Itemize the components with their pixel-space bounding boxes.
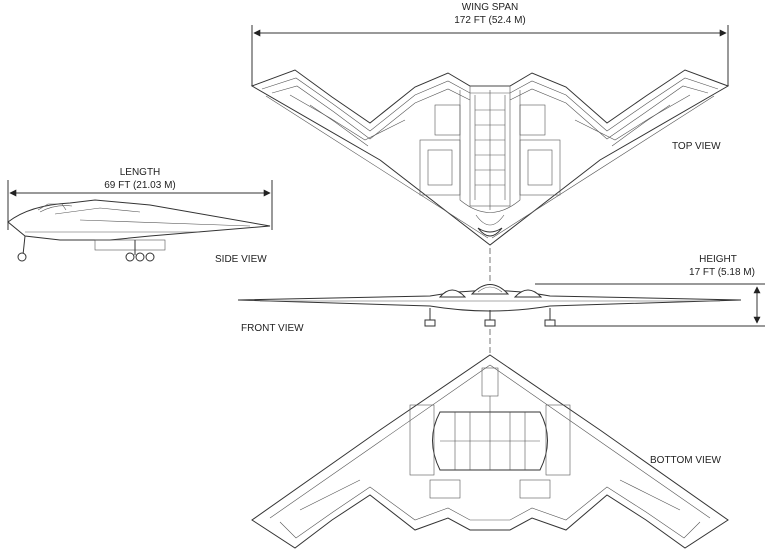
front-view-label: FRONT VIEW: [241, 323, 304, 334]
length-title: LENGTH: [120, 167, 161, 178]
height-title: HEIGHT: [699, 254, 737, 265]
height-value: 17 FT (5.18 M): [689, 267, 755, 278]
top-view-label: TOP VIEW: [672, 141, 721, 152]
length-value: 69 FT (21.03 M): [104, 180, 176, 191]
top-view-drawing: [250, 69, 730, 246]
height-dimension: HEIGHT 17 FT (5.18 M): [535, 254, 765, 327]
bottom-view-drawing: [251, 354, 729, 549]
side-view-drawing: [7, 199, 271, 262]
wingspan-value: 172 FT (52.4 M): [454, 15, 526, 26]
side-view-label: SIDE VIEW: [215, 254, 267, 265]
wingspan-title: WING SPAN: [462, 2, 518, 13]
bottom-view-label: BOTTOM VIEW: [650, 455, 721, 466]
front-view-drawing: [237, 284, 742, 327]
wingspan-dimension: WING SPAN 172 FT (52.4 M): [251, 2, 729, 86]
